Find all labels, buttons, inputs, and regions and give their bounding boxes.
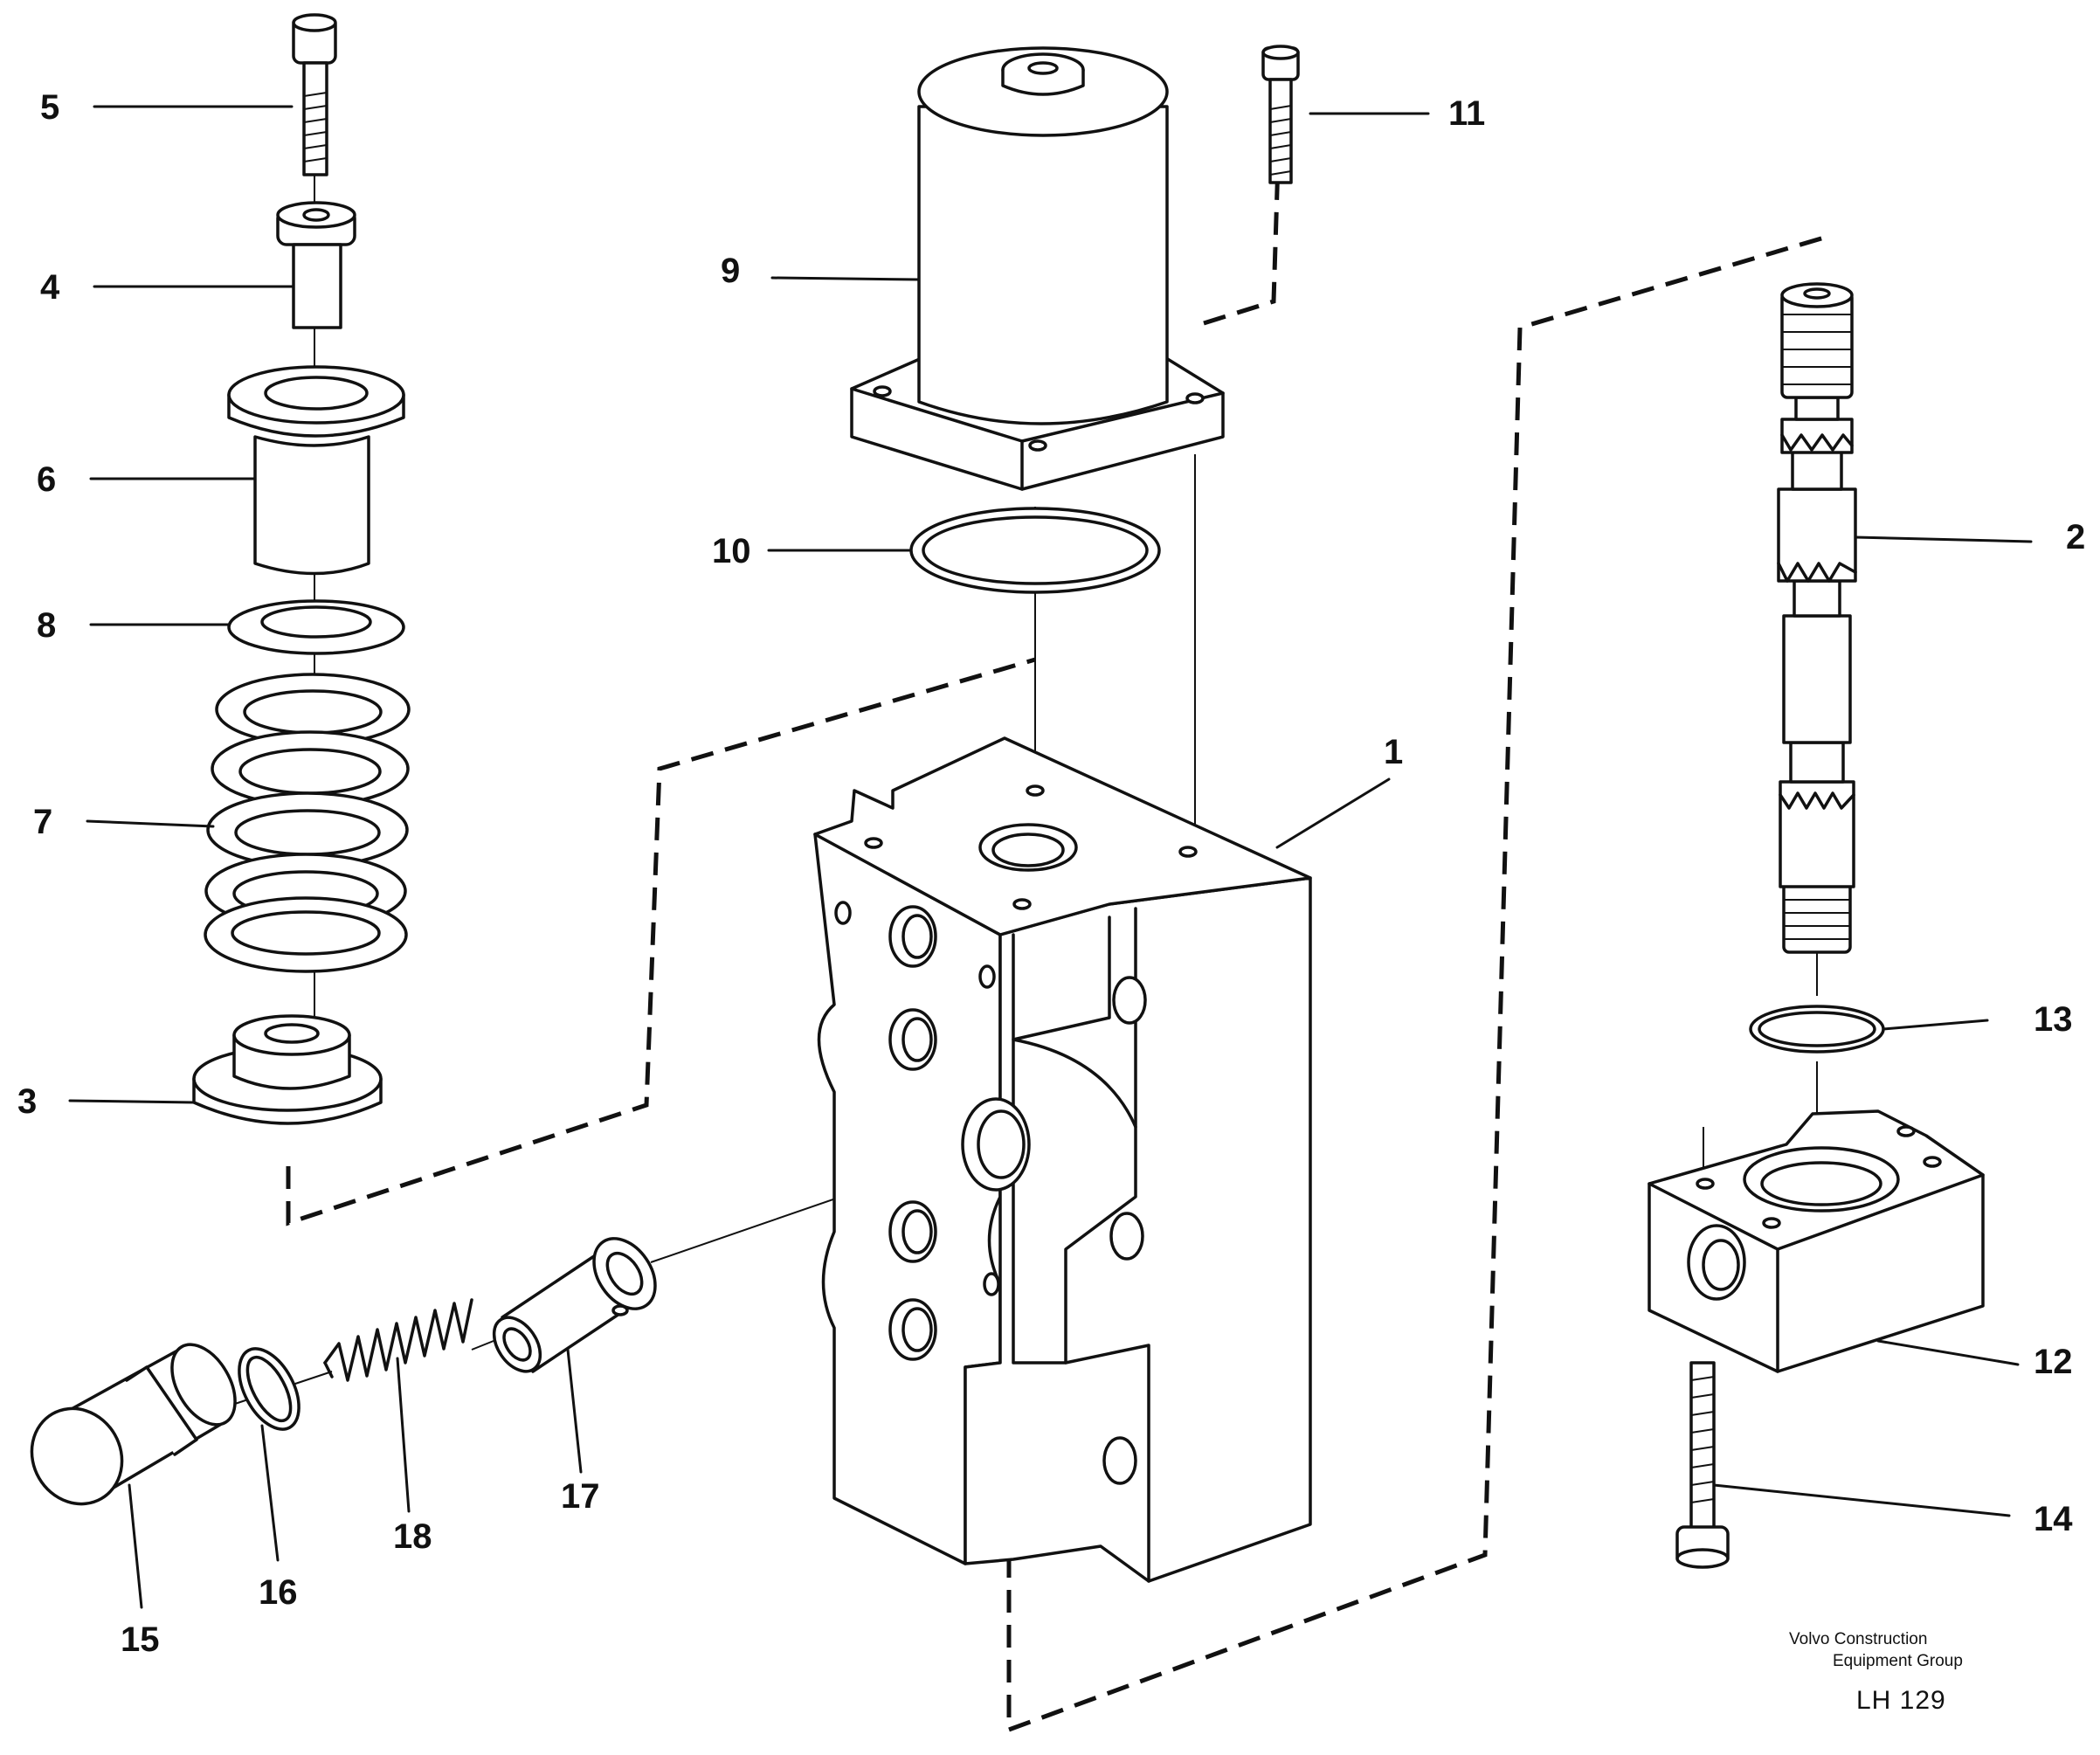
washer-part-8 [227, 599, 405, 655]
callout-2: 2 [2066, 518, 2085, 556]
drawing-credit: Volvo Construction Equipment Group LH 12… [1789, 1630, 1963, 1715]
callout-16: 16 [259, 1573, 298, 1612]
callout-3: 3 [17, 1082, 37, 1121]
callout-6: 6 [37, 460, 56, 499]
spring-retainer-part-6 [227, 365, 405, 576]
o-ring-part-16 [238, 1347, 300, 1431]
cap-screw-part-5 [292, 13, 337, 176]
sleeve-part-4 [276, 201, 356, 329]
o-ring-part-13 [1749, 1005, 1885, 1054]
callout-8: 8 [37, 606, 56, 645]
callout-11: 11 [1448, 94, 1485, 133]
credit-line-1: Volvo Construction [1789, 1630, 1927, 1648]
credit-line-2: Equipment Group [1833, 1652, 1963, 1670]
valve-spool-part-2 [1777, 282, 1857, 954]
coil-spring-part-7 [204, 673, 411, 973]
callout-17: 17 [561, 1477, 600, 1516]
spring-seat-part-3 [192, 1014, 383, 1125]
callout-4: 4 [40, 268, 60, 307]
callout-10: 10 [712, 532, 751, 570]
callout-1: 1 [1384, 733, 1403, 771]
plug-part-15 [30, 1343, 237, 1506]
callout-labels: 5 4 6 8 7 3 9 11 10 1 2 13 12 14 15 16 1… [17, 88, 2085, 1659]
assembly-guides [286, 161, 1831, 1733]
end-cover-part-12 [1648, 1109, 1985, 1373]
screw-part-11 [1261, 45, 1300, 184]
callout-12: 12 [2034, 1343, 2073, 1381]
drawing-code: LH 129 [1856, 1686, 1946, 1715]
screw-part-14 [1675, 1361, 1730, 1569]
callout-14: 14 [2034, 1500, 2073, 1538]
small-spring-part-18 [323, 1298, 473, 1382]
callout-5: 5 [40, 88, 59, 127]
callout-7: 7 [33, 803, 52, 841]
leader-lines [68, 105, 2033, 1609]
callout-18: 18 [393, 1517, 432, 1556]
callout-15: 15 [121, 1620, 160, 1659]
callout-13: 13 [2034, 1000, 2073, 1039]
callout-9: 9 [721, 252, 740, 290]
piston-part-17 [492, 1237, 657, 1373]
valve-body-part-1 [813, 736, 1312, 1583]
solenoid-housing-part-9 [850, 46, 1225, 491]
o-ring-part-10 [909, 507, 1161, 594]
